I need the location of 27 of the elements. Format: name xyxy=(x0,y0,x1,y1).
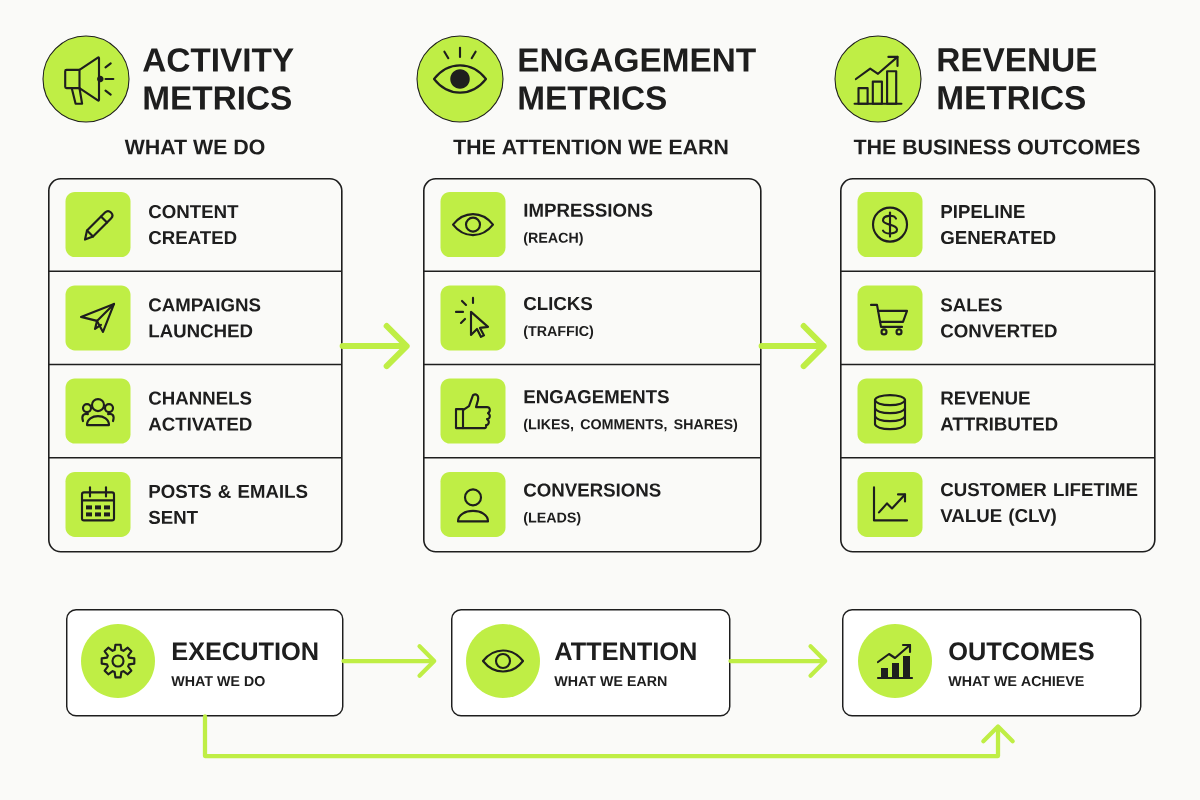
panel-subtitle: THE BUSINESS OUTCOMES xyxy=(853,139,1140,155)
metric-label: SALES CONVERTED xyxy=(940,298,1057,338)
metric-label: IMPRESSIONS (REACH) xyxy=(524,203,653,246)
metric-label: CAMPAIGNS LAUNCHED xyxy=(149,298,261,338)
panel-subtitle: WHAT WE DO xyxy=(124,139,265,155)
stage-subtitle: WHAT WE ACHIEVE xyxy=(948,676,1084,687)
metric-label: POSTS & EMAILS SENT xyxy=(148,484,308,524)
stage-title: EXECUTION xyxy=(172,642,318,661)
metric-label: CONVERSIONS (LEADS) xyxy=(524,483,661,526)
metric-label: CUSTOMER LIFETIME VALUE (CLV) xyxy=(940,482,1138,526)
panel-title: ENGAGEMENT METRICS xyxy=(519,48,756,110)
stage-subtitle: WHAT WE EARN xyxy=(554,676,667,686)
stage-title: ATTENTION xyxy=(554,642,696,661)
metric-label: ENGAGEMENTS (LIKES, COMMENTS, SHARES) xyxy=(524,390,738,433)
panel-title: REVENUE METRICS xyxy=(938,48,1097,110)
arrow xyxy=(341,644,437,678)
metric-label: CONTENT CREATED xyxy=(149,205,239,245)
stage-subtitle: WHAT WE DO xyxy=(171,676,265,687)
panel-title: ACTIVITY METRICS xyxy=(143,48,294,110)
stage-title: OUTCOMES xyxy=(949,642,1094,661)
metric-label: PIPELINE GENERATED xyxy=(941,205,1056,245)
arrow xyxy=(728,644,828,678)
metric-label: CLICKS (TRAFFIC) xyxy=(524,296,594,339)
metric-label: REVENUE ATTRIBUTED xyxy=(940,391,1058,431)
arrow xyxy=(202,714,1015,759)
metric-label: CHANNELS ACTIVATED xyxy=(148,391,252,431)
panel-subtitle: THE ATTENTION WE EARN xyxy=(453,139,728,155)
